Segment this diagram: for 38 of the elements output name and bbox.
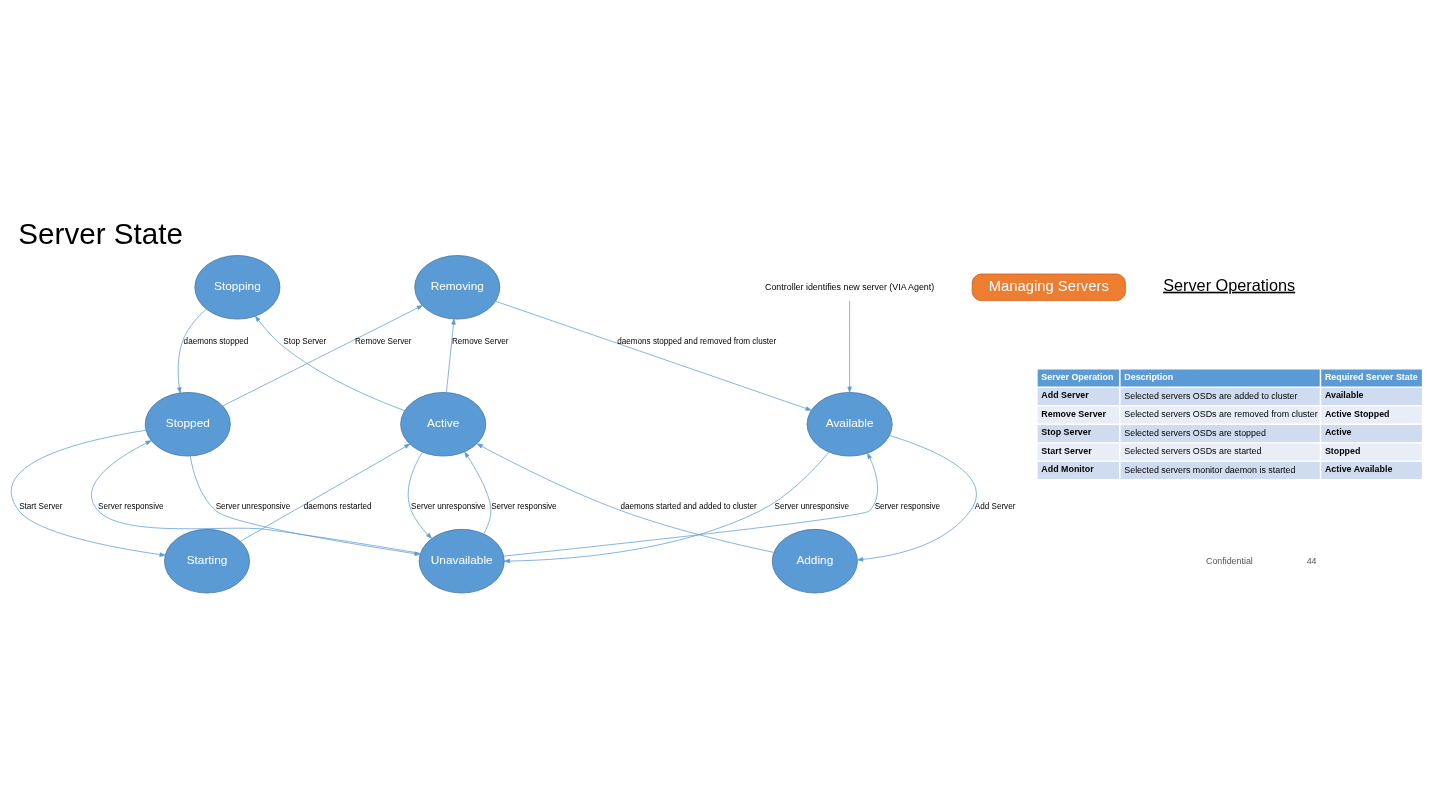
label: Remove Server <box>1041 408 1107 419</box>
label: Selected servers monitor daemon is started <box>1124 464 1296 475</box>
label: Selected servers OSDs are added to cluster <box>1124 390 1298 401</box>
label: Active Stopped <box>1324 408 1390 419</box>
label: Server Operations <box>1163 275 1296 294</box>
node-text: Controller identifies new server (VIA Agent) <box>765 281 935 292</box>
label: Active <box>1324 427 1352 438</box>
label: Selected servers OSDs are started <box>1124 446 1262 457</box>
label: Required Server State <box>1324 371 1418 382</box>
edge-label: daemons started and added to cluster <box>620 501 757 511</box>
label: Active Available <box>1324 464 1393 475</box>
edge-label: daemons stopped <box>183 337 249 347</box>
edge-label: Server unresponsive <box>411 501 486 511</box>
label: Confidential <box>1205 555 1253 566</box>
label: Description <box>1124 371 1174 382</box>
label: Selected servers OSDs are stopped <box>1124 427 1266 438</box>
edge-label: Stop Server <box>283 337 327 347</box>
edge-label: Server responsive <box>491 501 557 511</box>
edge-label: Server unresponsive <box>215 501 291 511</box>
label: Add Monitor <box>1041 464 1094 475</box>
edge-label: Server responsive <box>874 501 941 511</box>
label: Available <box>1324 390 1364 401</box>
edge-label: Start Server <box>19 501 63 511</box>
edge-label: Remove Server <box>451 337 509 347</box>
edge-label: Remove Server <box>355 337 412 347</box>
edge-label: daemons restarted <box>303 501 372 511</box>
edge-label: Server responsive <box>98 501 164 511</box>
label: Selected servers OSDs are removed from cluster <box>1124 409 1318 420</box>
label: Start Server <box>1041 445 1092 456</box>
edge-label: daemons stopped and removed from cluster <box>617 337 777 347</box>
label: Stopped <box>1324 445 1361 456</box>
diagram-title: Server State <box>18 216 183 250</box>
edge-label: Server unresponsive <box>774 501 850 511</box>
label: Add Server <box>1041 390 1089 401</box>
label: 44 <box>1306 555 1317 566</box>
label: Stop Server <box>1041 427 1092 438</box>
edge-label: Add Server <box>974 501 1016 511</box>
label: Server Operation <box>1041 371 1114 382</box>
